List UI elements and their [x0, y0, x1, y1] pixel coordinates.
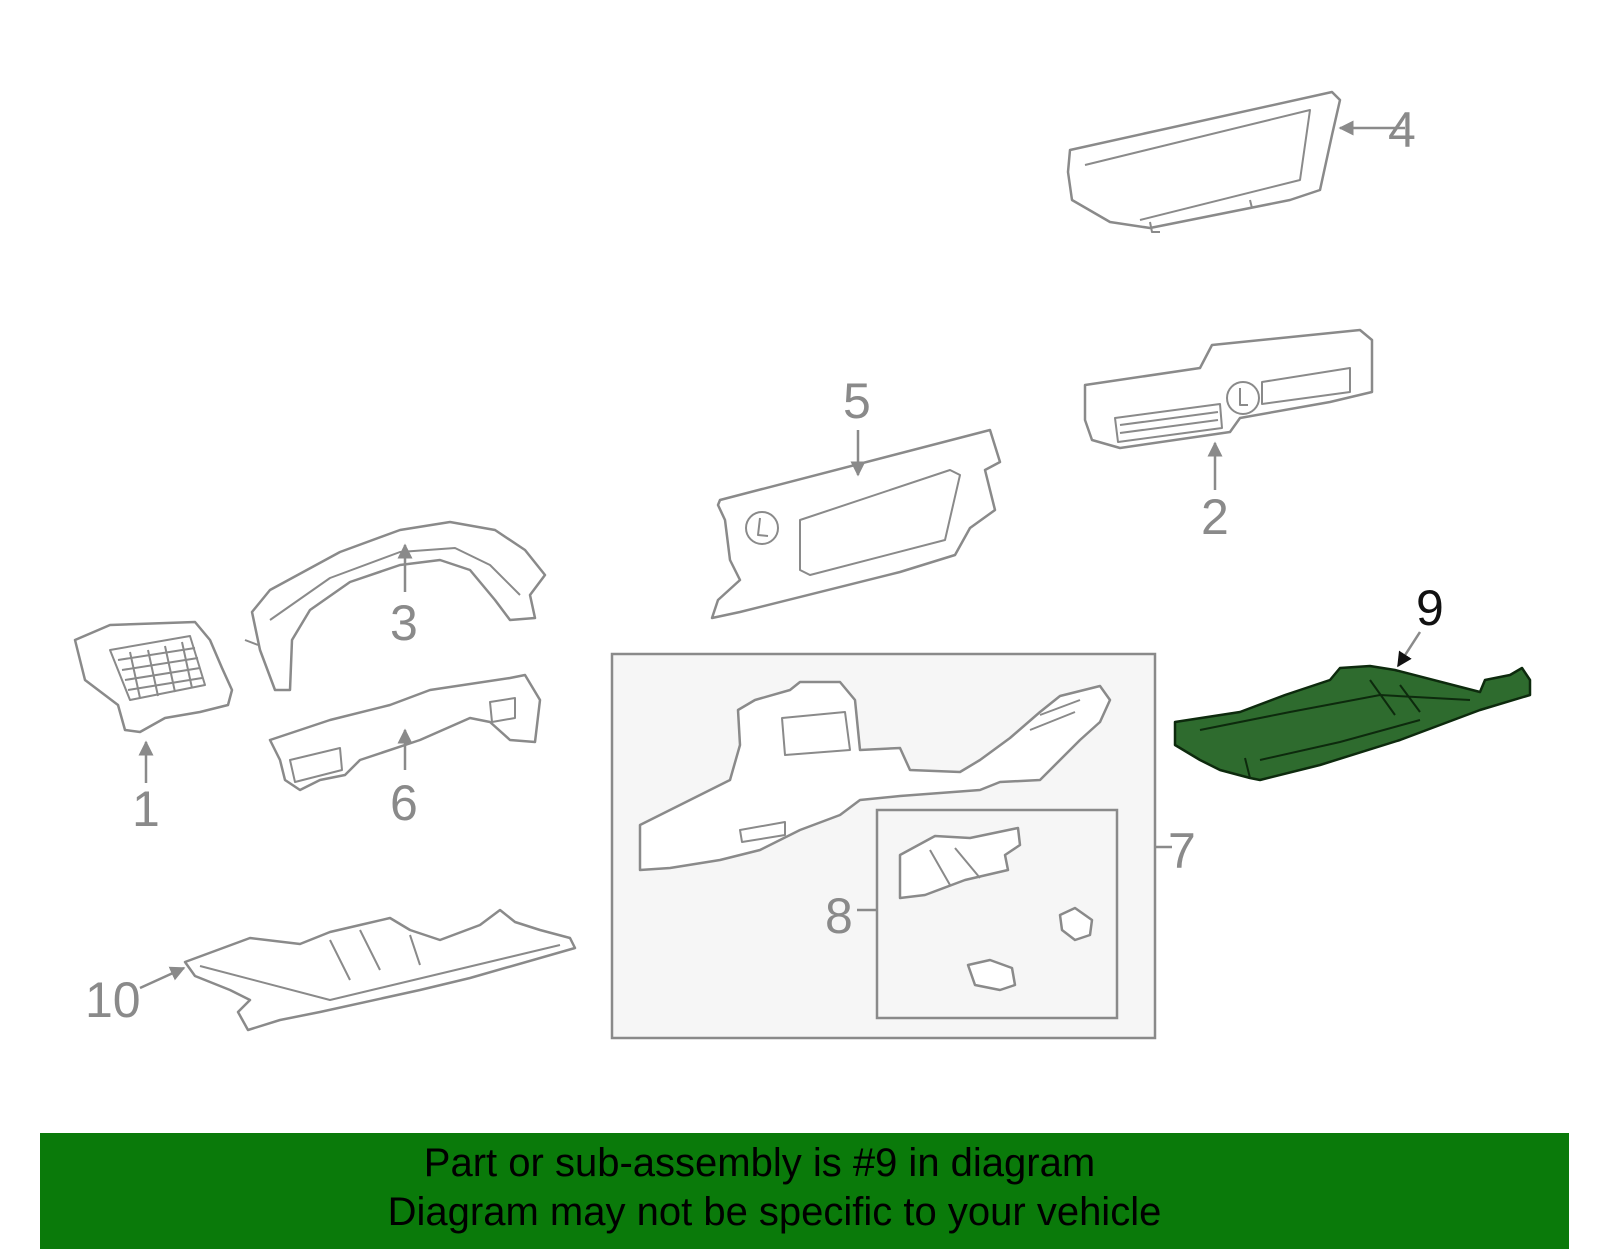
callout-5: 5 [843, 373, 871, 429]
part-4-illustration [1066, 90, 1342, 233]
part-9-illustration [1173, 664, 1532, 782]
part-8-illustration [898, 826, 1094, 992]
callout-9: 9 [1416, 580, 1444, 636]
leader-9 [1396, 631, 1422, 668]
part-2-illustration [1083, 328, 1374, 450]
part-7-illustration [638, 680, 1112, 872]
part-3-illustration [244, 520, 547, 692]
callout-1: 1 [132, 781, 160, 837]
callout-8: 8 [825, 888, 853, 944]
banner-line-1: Part or sub-assembly is #9 in diagram [423, 1141, 1096, 1185]
info-banner: Part or sub-assembly is #9 in diagram Di… [40, 1133, 1569, 1249]
callout-10: 10 [85, 972, 141, 1028]
part-5-illustration [710, 428, 1002, 620]
callout-4: 4 [1388, 102, 1416, 158]
part-10-illustration [183, 908, 577, 1032]
part-1-illustration [73, 620, 234, 734]
banner-line-2: Diagram may not be specific to your vehi… [387, 1190, 1162, 1234]
callout-3: 3 [390, 595, 418, 651]
leader-10 [139, 966, 186, 990]
callout-2: 2 [1201, 489, 1229, 545]
callout-6: 6 [390, 775, 418, 831]
callout-7: 7 [1168, 823, 1196, 879]
